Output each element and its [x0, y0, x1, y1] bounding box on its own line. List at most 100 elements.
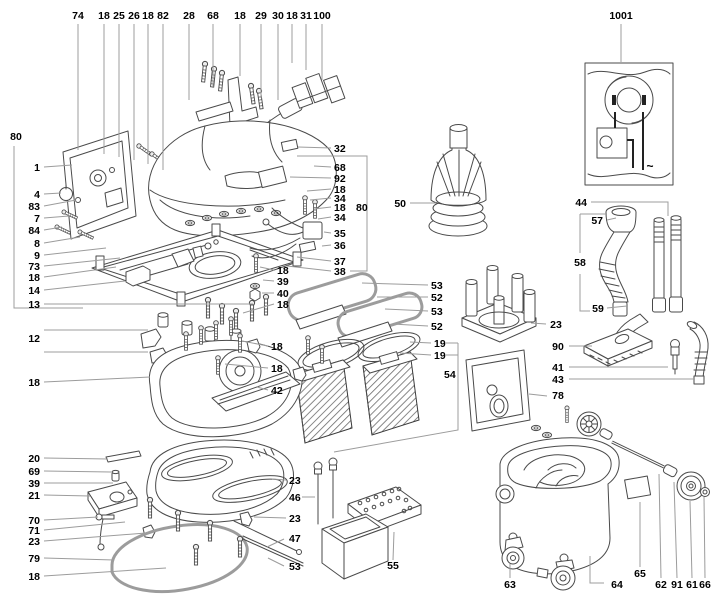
- part-label-20: 20: [28, 453, 40, 465]
- part-label-38: 38: [334, 266, 346, 278]
- part-label-90: 90: [552, 341, 564, 353]
- leader-line: [361, 282, 429, 286]
- leader-line: [43, 280, 126, 291]
- part-label-53: 53: [431, 306, 443, 318]
- part-label-23: 23: [289, 475, 301, 487]
- part-label-83: 83: [28, 201, 40, 213]
- part-label-18: 18: [334, 184, 346, 196]
- blower-duct: [87, 481, 138, 518]
- part-label-36: 36: [334, 240, 346, 252]
- leader-line: [333, 343, 459, 453]
- part-label-58: 58: [574, 257, 586, 269]
- part-label-34: 34: [334, 212, 346, 224]
- part-label-80: 80: [10, 131, 22, 143]
- part-label-18: 18: [271, 341, 283, 353]
- leader-line: [399, 352, 432, 356]
- leader-line: [43, 470, 112, 473]
- leader-line: [43, 494, 91, 497]
- small-brackets: [171, 239, 219, 268]
- part-label-35: 35: [334, 228, 346, 240]
- part-label-18: 18: [28, 571, 40, 583]
- leader-line: [579, 274, 590, 312]
- leader-line: [43, 521, 126, 531]
- part-label-1: 1: [34, 162, 40, 174]
- label-plate: [624, 475, 652, 500]
- hub-cap: [700, 487, 710, 497]
- screw-70: [95, 513, 115, 521]
- bend-tube: [686, 321, 709, 385]
- leader-line: [43, 557, 115, 561]
- part-label-12: 12: [28, 333, 40, 345]
- leader-line: [606, 305, 628, 309]
- part-label-14: 14: [28, 285, 40, 297]
- leader-line: [43, 257, 121, 267]
- part-label-63: 63: [504, 579, 516, 591]
- part-label-68: 68: [334, 162, 346, 174]
- part-label-21: 21: [28, 490, 40, 502]
- part-label-18: 18: [142, 10, 154, 22]
- fastener-stack: [249, 253, 261, 302]
- part-label-9: 9: [34, 250, 40, 262]
- leader-line: [43, 215, 70, 219]
- part-label-78: 78: [552, 390, 564, 402]
- part-label-7: 7: [34, 213, 40, 225]
- part-label-28: 28: [183, 10, 195, 22]
- leader-line: [384, 308, 429, 312]
- motor-platform: [91, 223, 304, 307]
- leader-line: [689, 500, 693, 579]
- part-label-69: 69: [28, 466, 40, 478]
- leader-line: [286, 265, 332, 272]
- extension-tubes: [652, 215, 683, 313]
- cap-69: [111, 469, 120, 482]
- part-label-41: 41: [552, 362, 564, 374]
- axle-set: [599, 428, 678, 478]
- plate-washers: [531, 405, 570, 439]
- leader-line: [43, 567, 167, 577]
- part-label-92: 92: [334, 173, 346, 185]
- part-label-53: 53: [431, 280, 443, 292]
- leader-line: [409, 341, 432, 344]
- leader-line: [253, 516, 287, 519]
- leader-line: [309, 197, 332, 201]
- part-label-18: 18: [286, 10, 298, 22]
- part-label-34: 34: [334, 193, 346, 205]
- part-label-18: 18: [28, 377, 40, 389]
- part-label-19: 19: [434, 338, 446, 350]
- latch-parts: [140, 328, 168, 364]
- leader-lines: [13, 24, 706, 584]
- cover-seal: [110, 523, 249, 593]
- part-label-18: 18: [98, 10, 110, 22]
- leader-line: [317, 216, 332, 220]
- part-label-23: 23: [550, 319, 562, 331]
- part-label-66: 66: [699, 579, 711, 591]
- leader-line: [306, 188, 332, 192]
- part-label-54: 54: [444, 369, 456, 381]
- part-label-13: 13: [28, 299, 40, 311]
- clamp-box: [125, 265, 151, 287]
- part-label-46: 46: [289, 492, 301, 504]
- leader-line: [43, 236, 81, 244]
- part-label-47: 47: [289, 533, 301, 545]
- part-label-100: 100: [313, 10, 331, 22]
- float-pins: [313, 457, 338, 525]
- front-wheel: [576, 411, 602, 437]
- part-label-50: 50: [394, 198, 406, 210]
- leader-line: [391, 323, 429, 327]
- leader-line: [658, 473, 662, 579]
- part-label-26: 26: [128, 10, 140, 22]
- part-label-82: 82: [157, 10, 169, 22]
- part-label-52: 52: [431, 321, 443, 333]
- leader-line: [242, 303, 275, 314]
- leader-line: [703, 496, 706, 579]
- part-label-30: 30: [272, 10, 284, 22]
- cord-hook: [291, 73, 346, 109]
- leader-line: [591, 201, 669, 216]
- leader-line: [43, 376, 151, 383]
- parts-layer: [53, 60, 710, 593]
- leader-line: [43, 266, 117, 278]
- part-label-74: 74: [72, 10, 84, 22]
- part-label-73: 73: [28, 261, 40, 273]
- plate-92: [257, 165, 288, 189]
- part-label-43: 43: [552, 374, 564, 386]
